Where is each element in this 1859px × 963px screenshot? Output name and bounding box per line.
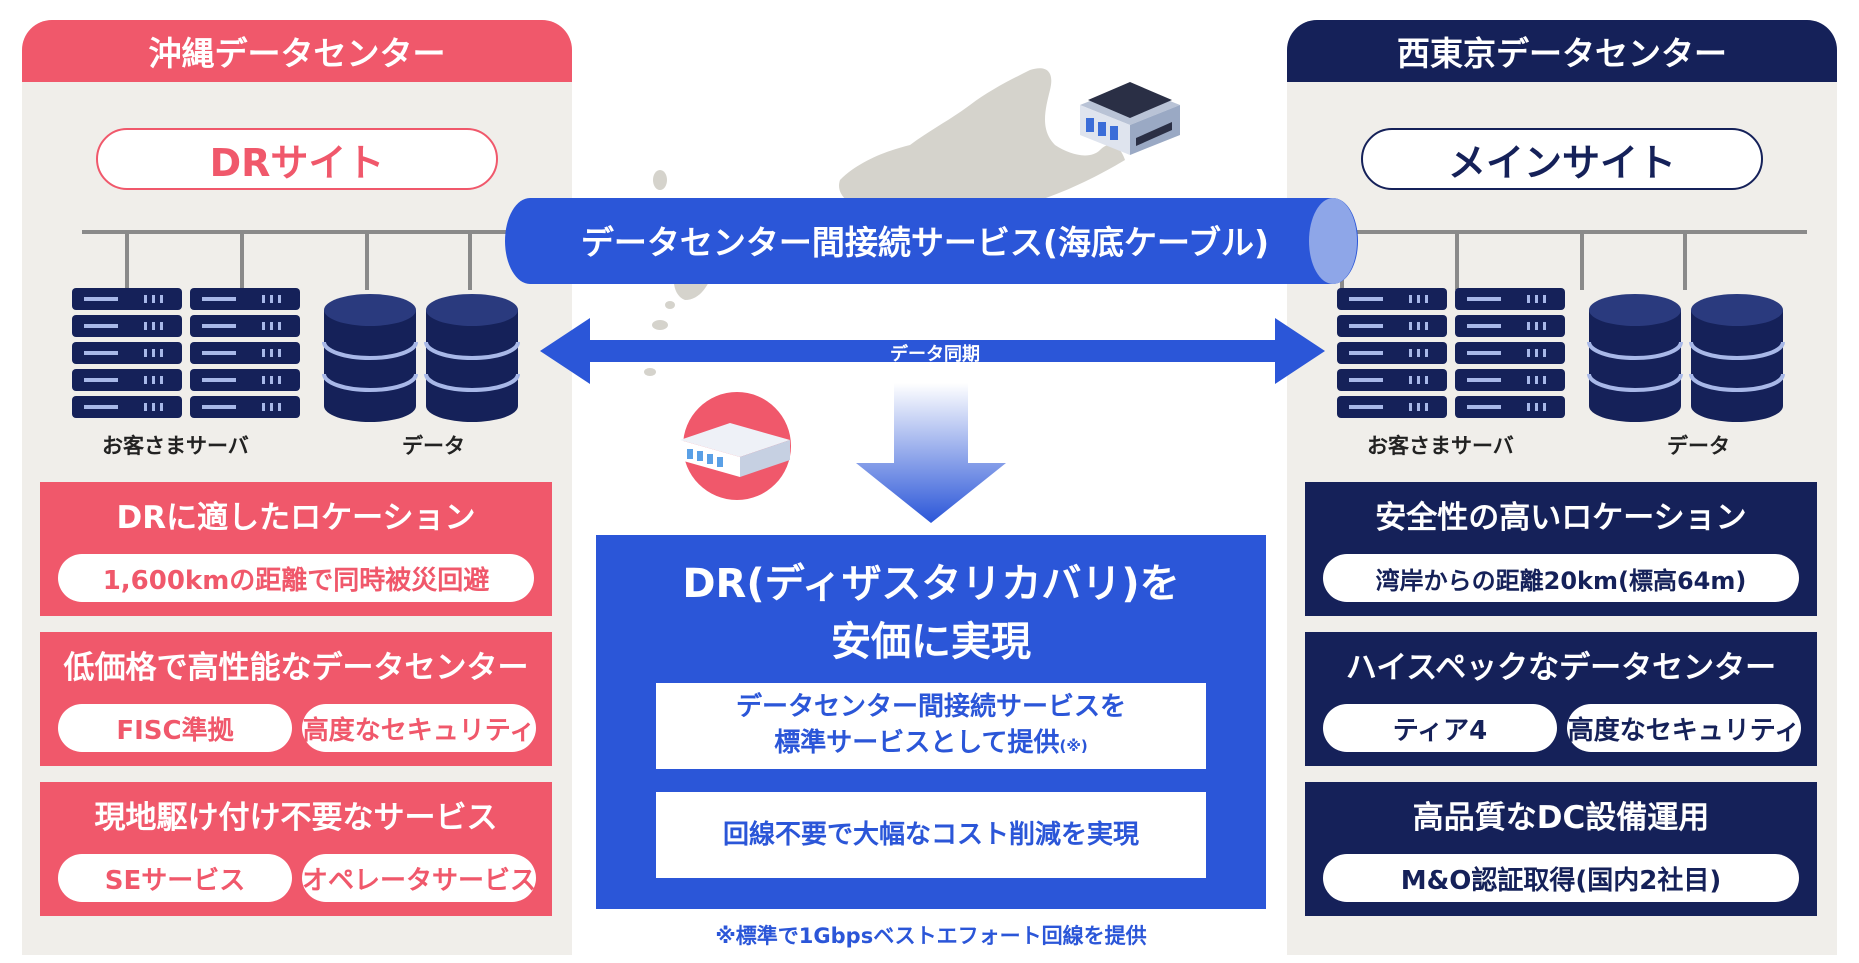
database-icon xyxy=(322,294,418,422)
building-icon xyxy=(680,423,790,477)
feature-chip: 湾岸からの距離20km(標高64m) xyxy=(1323,554,1799,602)
summary-title: DR(ディザスタリカバリ)を 安価に実現 xyxy=(596,555,1266,671)
card-title: ハイスペックなデータセンター xyxy=(1345,650,1777,686)
building-icon xyxy=(1080,82,1180,155)
feature-card: 現地駆け付け不要なサービス SEサービス オペレータサービス xyxy=(40,782,552,916)
database-icon xyxy=(1587,294,1683,422)
card-title: 低価格で高性能なデータセンター xyxy=(63,650,529,686)
card-title: 現地駆け付け不要なサービス xyxy=(94,800,498,836)
down-arrow-icon xyxy=(856,383,1006,523)
nishitokyo-dc-panel: 西東京データセンター メインサイト xyxy=(1287,20,1837,955)
data-label: データ xyxy=(402,434,465,458)
submarine-cable xyxy=(505,198,1358,284)
site-label: DRサイト xyxy=(96,128,498,190)
site-label: メインサイト xyxy=(1361,128,1763,190)
panel-header: 西東京データセンター xyxy=(1287,20,1837,82)
feature-chip: SEサービス xyxy=(58,854,292,902)
feature-card: 高品質なDC設備運用 M&O認証取得(国内2社目) xyxy=(1305,782,1817,916)
network-line xyxy=(82,230,572,290)
footnote: ※標準で1Gbpsベストエフォート回線を提供 xyxy=(715,924,1147,948)
feature-chip: ティア4 xyxy=(1323,704,1557,752)
database-icon xyxy=(1689,294,1785,422)
feature-chip: 1,600kmの距離で同時被災回避 xyxy=(58,554,534,602)
sync-label: データ同期 xyxy=(890,344,980,365)
feature-card: 低価格で高性能なデータセンター FISC準拠 高度なセキュリティ xyxy=(40,632,552,766)
okinawa-dc-panel: 沖縄データセンター DRサイト xyxy=(22,20,572,955)
summary-item: 回線不要で大幅なコスト削減を実現 xyxy=(656,792,1206,878)
summary-item-line2: 標準サービスとして提供(※) xyxy=(774,725,1088,764)
data-label: データ xyxy=(1667,434,1730,458)
server-label: お客さまサーバ xyxy=(1367,434,1514,458)
feature-chip: オペレータサービス xyxy=(302,854,536,902)
network-line xyxy=(1287,230,1807,290)
cable-label: データセンター間接続サービス(海底ケーブル) xyxy=(580,223,1270,262)
summary-title-line2: 安価に実現 xyxy=(831,619,1031,665)
server-rack-icon xyxy=(190,288,300,418)
sync-arrow-icon xyxy=(540,318,1325,384)
feature-card: 安全性の高いロケーション 湾岸からの距離20km(標高64m) xyxy=(1305,482,1817,616)
feature-chip: 高度なセキュリティ xyxy=(302,704,536,752)
database-icon xyxy=(424,294,520,422)
feature-card: DRに適したロケーション 1,600kmの距離で同時被災回避 xyxy=(40,482,552,616)
summary-item-line2-text: 標準サービスとして提供 xyxy=(774,727,1060,758)
feature-card: ハイスペックなデータセンター ティア4 高度なセキュリティ xyxy=(1305,632,1817,766)
summary-item-note: (※) xyxy=(1059,736,1088,755)
server-rack-icon xyxy=(1337,288,1447,418)
server-rack-icon xyxy=(72,288,182,418)
card-title: DRに適したロケーション xyxy=(116,500,476,536)
summary-item: データセンター間接続サービスを 標準サービスとして提供(※) xyxy=(656,683,1206,769)
summary-title-line1: DR(ディザスタリカバリ)を xyxy=(682,561,1180,607)
feature-chip: 高度なセキュリティ xyxy=(1567,704,1801,752)
card-title: 高品質なDC設備運用 xyxy=(1412,800,1710,836)
panel-header: 沖縄データセンター xyxy=(22,20,572,82)
feature-chip: FISC準拠 xyxy=(58,704,292,752)
server-rack-icon xyxy=(1455,288,1565,418)
server-label: お客さまサーバ xyxy=(102,434,249,458)
dr-summary-box: DR(ディザスタリカバリ)を 安価に実現 データセンター間接続サービスを 標準サ… xyxy=(596,535,1266,909)
card-title: 安全性の高いロケーション xyxy=(1375,500,1747,536)
summary-item-line1: データセンター間接続サービスを xyxy=(735,691,1126,722)
feature-chip: M&O認証取得(国内2社目) xyxy=(1323,854,1799,902)
